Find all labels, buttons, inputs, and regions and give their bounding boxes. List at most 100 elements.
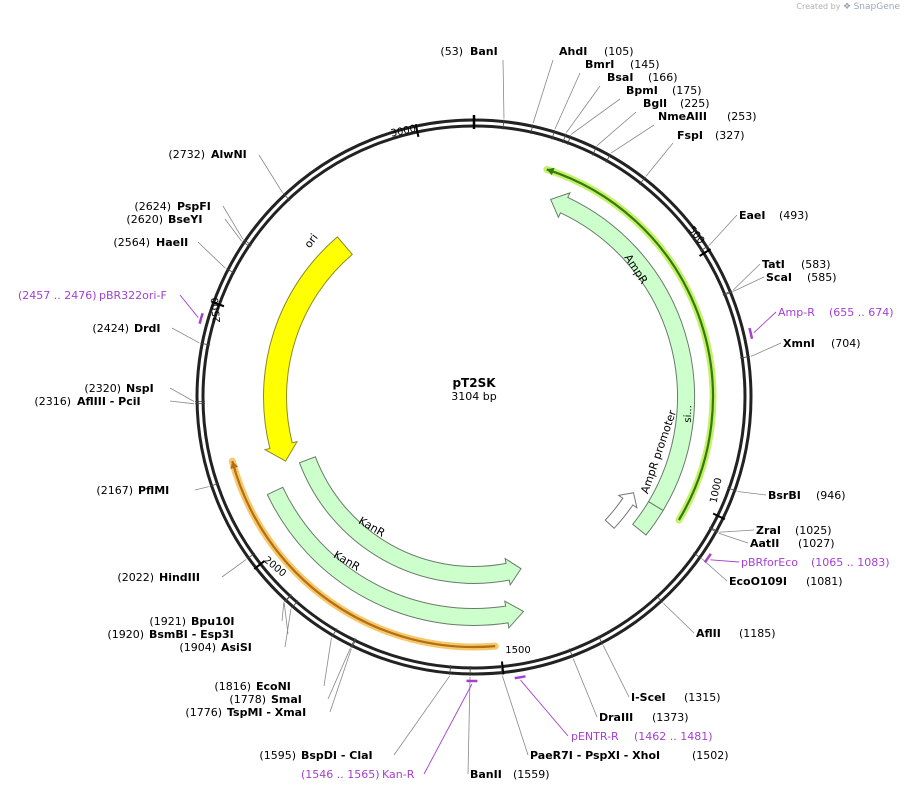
fragment-arcs (228, 165, 717, 651)
svg-text:SmaI: SmaI (271, 693, 302, 706)
feature-ampr[interactable] (550, 192, 696, 512)
enzyme-label-bmri[interactable]: BmrI (145) (585, 58, 660, 71)
enzyme-label-econi[interactable]: (1816) EcoNI (214, 680, 290, 693)
enzyme-label-bsmbi-esp3i[interactable]: (1920) BsmBI - Esp3I (107, 628, 233, 641)
primer-mark-pBR322ori-F[interactable] (198, 312, 204, 325)
svg-text:BsmBI - Esp3I: BsmBI - Esp3I (149, 628, 234, 641)
site-tick-Bpu10I (284, 594, 292, 602)
enzyme-label-hindiii[interactable]: (2022) HindIII (117, 571, 200, 584)
enzyme-label-tspmi-xmai[interactable]: (1776) TspMI - XmaI (185, 706, 306, 719)
svg-text:(493): (493) (779, 209, 809, 222)
leader-line-AlwNI (258, 154, 283, 193)
primer-label-pbrforeco[interactable]: pBRforEco (1065 .. 1083) (741, 556, 890, 569)
svg-text:(1065 .. 1083): (1065 .. 1083) (811, 556, 890, 569)
enzyme-label-bsrbi[interactable]: BsrBI (946) (768, 489, 846, 502)
svg-text:Bpu10I: Bpu10I (191, 615, 235, 628)
svg-text:BseYI: BseYI (168, 213, 202, 226)
enzyme-label-tati[interactable]: TatI (583) (762, 258, 831, 271)
enzyme-label-nspi[interactable]: (2320) NspI (84, 382, 153, 395)
feature-kanr-upper[interactable] (298, 456, 522, 587)
enzyme-label-bsai[interactable]: BsaI (166) (607, 71, 678, 84)
svg-text:(2022): (2022) (117, 571, 154, 584)
enzyme-label-afliii-pcii[interactable]: (2316) AflIII - PciI (34, 395, 140, 408)
primer-mark-pBRforEco[interactable] (703, 553, 712, 564)
site-tick-NmeAIII (605, 153, 612, 163)
feature-signal-sequence[interactable] (631, 501, 664, 536)
primer-leader-Kan-R (423, 683, 473, 775)
enzyme-label-bspdi-clai[interactable]: (1595) BspDI - ClaI (259, 749, 372, 762)
site-tick-BsmBI - Esp3I (284, 594, 292, 603)
site-tick-AlwNI (282, 193, 291, 202)
feature-kanr-lower[interactable] (266, 486, 525, 630)
enzyme-label-smai[interactable]: (1778) SmaI (229, 693, 301, 706)
leader-line-BsmBI - Esp3I (283, 602, 289, 635)
svg-text:(1904): (1904) (179, 641, 216, 654)
enzyme-label-bani[interactable]: (53) BanI (440, 45, 497, 58)
enzyme-label-pspfi[interactable]: (2624) PspFI (134, 200, 210, 213)
leader-line-EcoNI (323, 637, 332, 687)
enzyme-label-pflmi[interactable]: (2167) PflMI (96, 484, 169, 497)
svg-text:(583): (583) (801, 258, 831, 271)
svg-text:ScaI: ScaI (766, 271, 792, 284)
leader-line-SmaI (327, 648, 351, 700)
site-tick-SmaI (350, 638, 356, 648)
feature-ampr-promoter[interactable] (604, 492, 638, 530)
site-tick-AsiSI (291, 600, 299, 609)
enzyme-label-asisi[interactable]: (1904) AsiSI (179, 641, 251, 654)
svg-text:FspI: FspI (677, 129, 703, 142)
primer-mark-pENTR-R[interactable] (514, 675, 526, 680)
svg-text:(327): (327) (715, 129, 745, 142)
primer-label-pentr-r[interactable]: pENTR-R (1462 .. 1481) (571, 730, 713, 743)
enzyme-label-nmeaiii[interactable]: NmeAIII (253) (658, 110, 757, 123)
feature-ori[interactable] (263, 236, 354, 462)
primer-label-pbr322ori-f[interactable]: (2457 .. 2476) pBR322ori-F (18, 289, 167, 302)
primer-leader-pENTR-R (520, 679, 569, 737)
snapgene-logo: ❖ (842, 2, 852, 12)
enzyme-label-bpmi[interactable]: BpmI (175) (626, 84, 702, 97)
enzyme-label-fspi[interactable]: FspI (327) (677, 129, 745, 142)
tick-label-2500: 2500 (210, 297, 223, 323)
enzyme-label-paer7i-pspxi-xhoi[interactable]: PaeR7I - PspXI - XhoI (1502) (530, 749, 729, 762)
svg-text:pBR322ori-F: pBR322ori-F (99, 289, 167, 302)
leader-line-Bpu10I (281, 602, 285, 622)
svg-text:(1081): (1081) (806, 575, 843, 588)
enzyme-label-aatii[interactable]: AatII (1027) (750, 537, 835, 550)
orange-fragment-arc[interactable] (231, 460, 496, 649)
tick-500 (699, 248, 712, 257)
enzyme-label-scai[interactable]: ScaI (585) (766, 271, 837, 284)
enzyme-label-ecoo109i[interactable]: EcoO109I (1081) (729, 575, 843, 588)
svg-text:(1559): (1559) (513, 768, 550, 781)
enzyme-label-drdi[interactable]: (2424) DrdI (92, 322, 160, 335)
enzyme-label-zrai[interactable]: ZraI (1025) (756, 524, 832, 537)
leader-line-ScaI (733, 276, 765, 292)
svg-text:(53): (53) (440, 45, 463, 58)
primer-label-kan-r[interactable]: (1546 .. 1565) Kan-R (301, 768, 415, 781)
site-tick-HindIII (246, 552, 256, 560)
svg-text:(1546 .. 1565): (1546 .. 1565) (301, 768, 380, 781)
enzyme-label-banii[interactable]: BanII (1559) (470, 768, 550, 781)
site-tick-PspFI (243, 239, 253, 246)
enzyme-label-aflii[interactable]: AflII (1185) (696, 627, 776, 640)
enzyme-label-ahdi[interactable]: AhdI (105) (559, 45, 634, 58)
enzyme-label-i-scei[interactable]: I-SceI (1315) (631, 691, 721, 704)
enzyme-label-alwni[interactable]: (2732) AlwNI (168, 148, 246, 161)
enzyme-label-haeii[interactable]: (2564) HaeII (113, 236, 188, 249)
svg-text:(655 .. 674): (655 .. 674) (829, 306, 894, 319)
svg-text:HindIII: HindIII (159, 571, 200, 584)
enzyme-label-draiii[interactable]: DraIII (1373) (599, 711, 689, 724)
leader-line-FspI (645, 142, 674, 177)
enzyme-label-eaei[interactable]: EaeI (493) (739, 209, 809, 222)
svg-text:(225): (225) (680, 97, 710, 110)
enzyme-label-xmni[interactable]: XmnI (704) (783, 337, 861, 350)
enzyme-label-bpu10i[interactable]: (1921) Bpu10I (149, 615, 234, 628)
green-fragment-arc[interactable] (546, 168, 715, 521)
svg-text:AatII: AatII (750, 537, 779, 550)
enzyme-label-bseyi[interactable]: (2620) BseYI (126, 213, 202, 226)
primer-mark-Amp-R[interactable] (748, 327, 754, 340)
green-fragment-arrowhead (546, 167, 555, 176)
svg-text:I-SceI: I-SceI (631, 691, 666, 704)
site-tick-DraIII (568, 648, 574, 659)
tick-label-1000: 1000 (709, 477, 725, 504)
enzyme-label-bgli[interactable]: BglI (225) (643, 97, 710, 110)
primer-label-amp-r[interactable]: Amp-R (655 .. 674) (778, 306, 894, 319)
